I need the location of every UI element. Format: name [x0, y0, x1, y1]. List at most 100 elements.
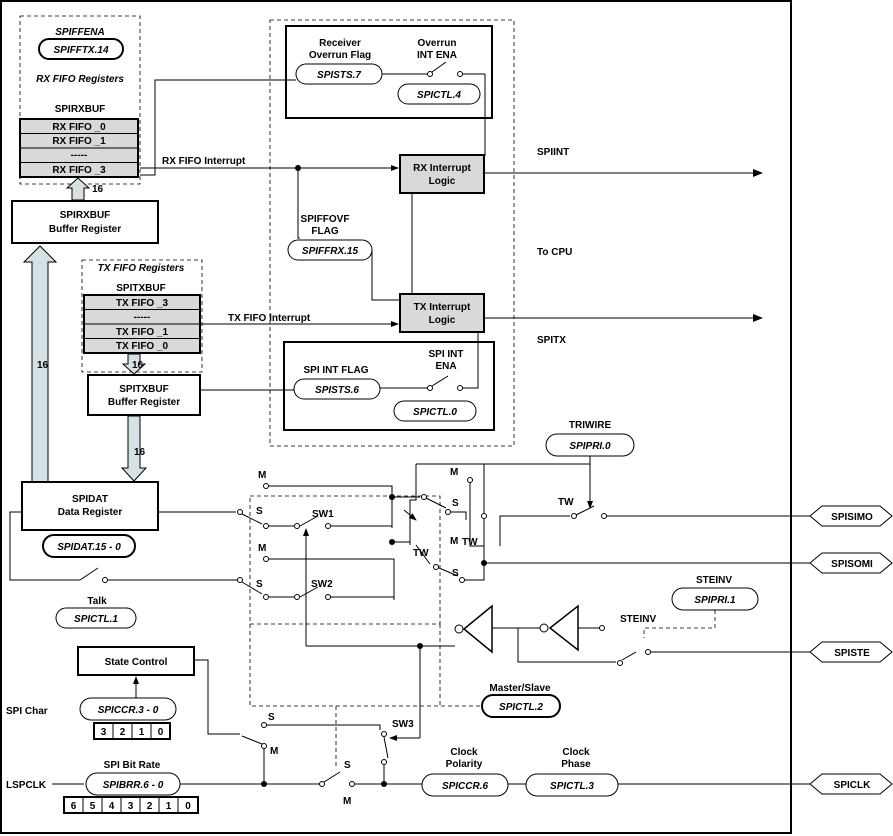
- tx-down-bus-width: 16: [134, 447, 146, 458]
- master-slave-label: Master/Slave: [489, 683, 551, 694]
- spiste-pin: [809, 641, 893, 663]
- rx-fifo-0: RX FIFO _0: [52, 122, 106, 133]
- spitxbuf-label: SPITXBUF: [116, 283, 165, 294]
- spiccr6-label: SPICCR.6: [442, 781, 489, 792]
- spisomi-label: SPISOMI: [831, 559, 873, 570]
- to-cpu-label: To CPU: [537, 247, 572, 258]
- rate-bit-3: 3: [128, 801, 134, 812]
- spictl1-pill: [55, 607, 137, 629]
- spipri1-label: SPIPRI.1: [694, 595, 736, 606]
- spiclk-pin: [809, 773, 893, 795]
- spitx-label: SPITX: [537, 335, 566, 346]
- char-bit-1: 1: [139, 727, 145, 738]
- spi-int-ena-line2: ENA: [435, 361, 456, 372]
- overrun-line2: INT ENA: [417, 50, 457, 61]
- sw1-label: SW1: [312, 509, 334, 520]
- spi-char-bits: 3 2 1 0: [93, 722, 171, 740]
- spiffovf-line1: SPIFFOVF: [301, 214, 350, 225]
- char-bit-2: 2: [120, 727, 126, 738]
- lspclk-label: LSPCLK: [6, 780, 47, 791]
- spictl2-pill: [481, 694, 561, 718]
- receiver-line1: Receiver: [319, 38, 361, 49]
- main-bus-width: 16: [37, 360, 49, 371]
- tx-logic-line1: TX Interrupt: [414, 302, 471, 313]
- module-frame: [0, 0, 792, 834]
- spidat-reg-pill: [42, 534, 136, 558]
- triwire-label: TRIWIRE: [569, 420, 612, 431]
- spirxbuf-buffer-line2: Buffer Register: [49, 224, 121, 235]
- spiccr30-pill: [79, 697, 177, 721]
- inverter-triangle: [548, 604, 579, 652]
- tx-fifo-stack: TX FIFO _3 ----- TX FIFO _1 TX FIFO _0: [83, 294, 201, 354]
- spiffovf-line2: FLAG: [311, 226, 338, 237]
- spisomi-pin: [809, 552, 893, 574]
- buffer-triangle: [462, 604, 493, 654]
- spictl1-label: SPICTL.1: [74, 614, 118, 625]
- sw2-s-label: S: [256, 579, 263, 590]
- interrupt-dashed-region: [269, 19, 515, 447]
- state-control-label: State Control: [105, 657, 168, 668]
- spitxbuf-buffer-register: [87, 374, 201, 416]
- sw1-m-label: M: [258, 470, 266, 481]
- clock-phase-line1: Clock: [562, 747, 590, 758]
- spi-char-label: SPI Char: [6, 706, 48, 717]
- rx-bus-width: 16: [92, 184, 104, 195]
- sw3-label: SW3: [392, 719, 414, 730]
- spictl0-label: SPICTL.0: [413, 407, 457, 418]
- spitxbuf-buffer-line1: SPITXBUF: [119, 384, 168, 395]
- tx-fifo-1: TX FIFO _1: [116, 327, 169, 338]
- rate-bit-1: 1: [166, 801, 172, 812]
- overrun-line1: Overrun: [418, 38, 457, 49]
- spisimo-pin: [809, 505, 893, 527]
- clk-s-label: S: [344, 760, 351, 771]
- spists7-label: SPISTS.7: [317, 70, 361, 81]
- tx-fifo-dashed-region: [81, 259, 203, 373]
- spi-int-ena-line1: SPI INT: [428, 349, 463, 360]
- spiclk-label: SPICLK: [834, 780, 871, 791]
- spidat-data-register: [21, 481, 159, 531]
- spirxbuf-buffer-line1: SPIRXBUF: [60, 210, 111, 221]
- spi-bit-rate-label: SPI Bit Rate: [104, 760, 161, 771]
- spirxbuf-buffer-register: [11, 200, 159, 244]
- spipri0-label: SPIPRI.0: [569, 441, 611, 452]
- rx-fifo-1: RX FIFO _1: [52, 136, 106, 147]
- char-bit-0: 0: [158, 727, 164, 738]
- state-control-box: [77, 646, 195, 676]
- spibrr-label: SPIBRR.6 - 0: [103, 780, 164, 791]
- spiffrx15-label: SPIFFRX.15: [302, 246, 359, 257]
- s-label-right-1: S: [452, 498, 459, 509]
- rx-logic-line1: RX Interrupt: [413, 163, 471, 174]
- clock-polarity-line2: Polarity: [446, 759, 483, 770]
- spitxbuf-buffer-line2: Buffer Register: [108, 397, 180, 408]
- receiver-line2: Overrun Flag: [309, 50, 371, 61]
- spirxbuf-label: SPIRXBUF: [55, 104, 106, 115]
- spiste-label: SPISTE: [834, 648, 870, 659]
- main-bus-arrow: [22, 245, 58, 483]
- rx-fifo-dashed-region: [19, 15, 141, 185]
- tw-label-1: TW: [413, 548, 429, 559]
- rx-bus-arrow: [65, 177, 91, 201]
- m-label-right-2: M: [450, 536, 458, 547]
- spictl2-label: SPICTL.2: [499, 702, 543, 713]
- spiccr6-pill: [421, 773, 509, 797]
- tx-interrupt-logic-box: [399, 293, 485, 333]
- spictl4-pill: [397, 83, 481, 105]
- spidat-line2: Data Register: [58, 507, 123, 518]
- spi-int-flag-label: SPI INT FLAG: [304, 365, 369, 376]
- rx-fifo-interrupt-label: RX FIFO Interrupt: [162, 156, 246, 167]
- clk-m-label: M: [343, 796, 351, 807]
- sw3-s-label: S: [268, 712, 275, 723]
- talk-label: Talk: [87, 596, 107, 607]
- rx-interrupt-logic-box: [399, 154, 485, 194]
- spiccr30-label: SPICCR.3 - 0: [98, 705, 159, 716]
- clock-phase-line2: Phase: [561, 759, 591, 770]
- tx-bus-width: 16: [132, 360, 144, 371]
- spictl0-pill: [393, 400, 477, 422]
- sw2-m-label: M: [258, 543, 266, 554]
- switch-dashed-region: [249, 495, 441, 625]
- spi-bit-rate-bits: 6 5 4 3 2 1 0: [63, 796, 199, 814]
- tx-fifo-ellipsis: -----: [134, 312, 151, 323]
- tw-label-2: TW: [462, 537, 478, 548]
- rate-bit-0: 0: [185, 801, 191, 812]
- tx-fifo-0: TX FIFO _0: [116, 341, 169, 352]
